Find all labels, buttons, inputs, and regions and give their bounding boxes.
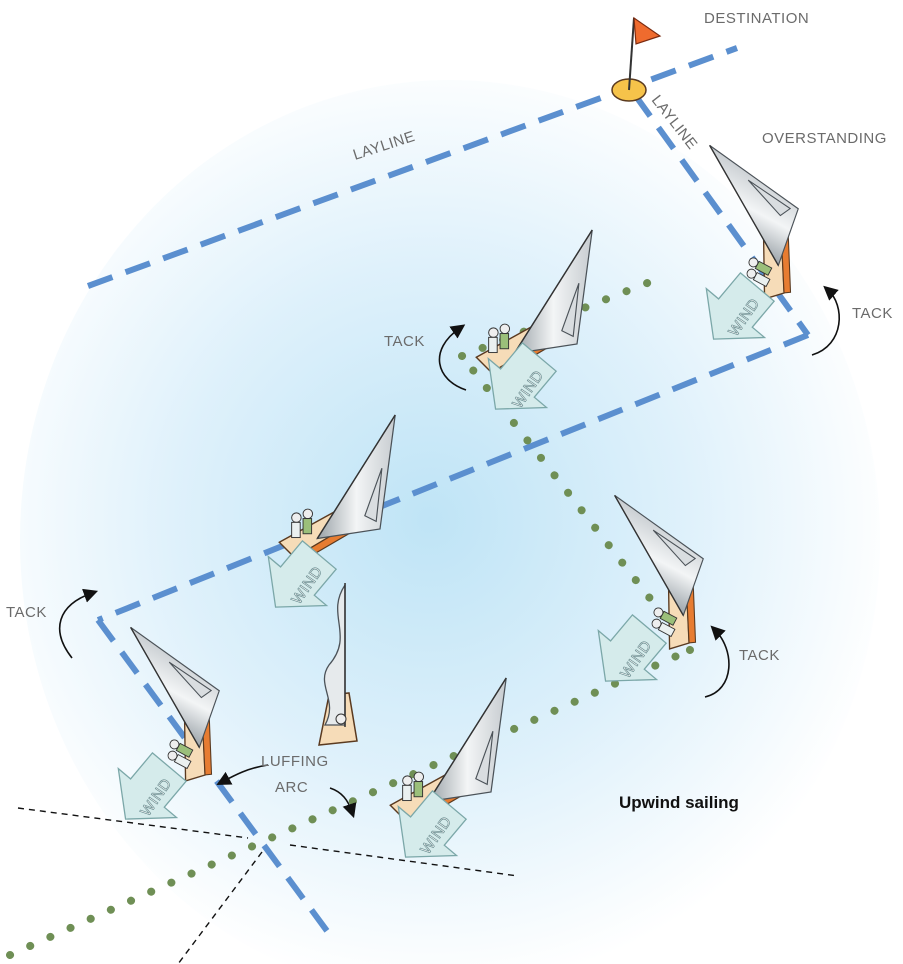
tack-arrow-icon [811,285,841,356]
flag-icon [633,16,662,45]
tack-arrow-icon [58,588,99,659]
wind-window-line [177,851,263,964]
wind-window-line [17,807,249,839]
tack-label: TACK [739,647,780,664]
tack-label: TACK [6,604,47,621]
diagram-title: Upwind sailing [619,793,739,812]
tack-arrow-icon [704,625,730,698]
destination-mark [611,16,662,102]
sailboat-icon [318,582,358,746]
destination-label: DESTINATION [704,10,809,27]
luffing-arc-arrow [216,764,269,786]
tack-label: TACK [852,305,893,322]
water-area [20,80,880,964]
tack-label: TACK [384,333,425,350]
tack-arrows [58,285,841,819]
overstanding-label: OVERSTANDING [762,130,887,147]
luffing-arc-arrow [329,787,357,819]
arc-label: ARC [275,779,308,796]
tack-arrow-icon [438,324,467,391]
luffing-label: LUFFING [261,753,329,770]
wind-window-line [289,844,519,877]
